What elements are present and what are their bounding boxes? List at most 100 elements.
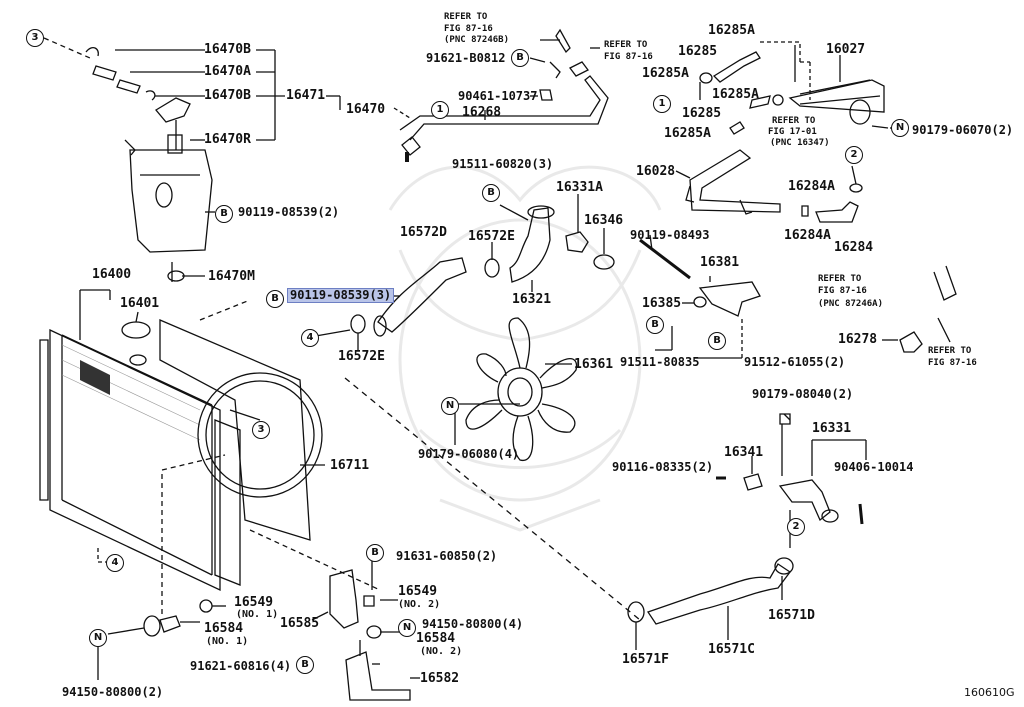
label-90406-10014[interactable]: 90406-10014 [834, 460, 914, 474]
label-16285a-2[interactable]: 16285A [642, 66, 689, 81]
pipe-16027 [788, 79, 885, 113]
label-90461-10737[interactable]: 90461-10737 [458, 89, 538, 103]
fan-shroud-16711 [159, 319, 311, 541]
label-16285a-3[interactable]: 16285A [712, 87, 759, 102]
label-91621-60816[interactable]: 91621-60816(4) [190, 659, 292, 673]
label-16285a-4[interactable]: 16285A [664, 126, 711, 141]
label-91511-80835[interactable]: 91511-80835 [620, 355, 700, 369]
refer-note-top-center-2: FIG 87-16 [444, 24, 493, 34]
marker-n-right: N [891, 119, 909, 137]
clip-16470b [85, 47, 99, 57]
label-16027[interactable]: 16027 [826, 42, 866, 57]
tank-filler [167, 134, 183, 154]
label-16278[interactable]: 16278 [838, 332, 878, 347]
label-16346[interactable]: 16346 [584, 213, 624, 228]
label-16400[interactable]: 16400 [92, 267, 132, 282]
label-16268[interactable]: 16268 [462, 105, 502, 120]
label-16584-no2[interactable]: 16584 [416, 631, 456, 646]
lower-hose-16571c [646, 563, 791, 625]
drawing-lines [39, 28, 957, 701]
label-90179-06070[interactable]: 90179-06070(2) [912, 123, 1014, 137]
label-16028[interactable]: 16028 [636, 164, 676, 179]
label-91621-b0812[interactable]: 91621-B0812 [426, 51, 506, 65]
label-16572e-bottom[interactable]: 16572E [338, 349, 385, 364]
label-16549-no2-sub: (NO. 2) [398, 599, 441, 610]
marker-b-91621-b0812: B [511, 49, 529, 67]
clamp-16572e-top [484, 258, 500, 278]
marker-n-left: N [89, 629, 107, 647]
refer-note-top-center-3: (PNC 87246B) [444, 35, 510, 45]
label-16471[interactable]: 16471 [286, 88, 326, 103]
label-16331a[interactable]: 16331A [556, 180, 603, 195]
label-16470b-mid[interactable]: 16470B [204, 88, 251, 103]
refer-note-right-2: FIG 87-16 [818, 286, 867, 296]
label-16285-1[interactable]: 16285 [678, 44, 718, 59]
label-16321[interactable]: 16321 [512, 292, 552, 307]
label-91512-61055[interactable]: 91512-61055(2) [744, 355, 846, 369]
label-16361[interactable]: 16361 [574, 357, 614, 372]
refer-note-fig17-1: REFER TO [772, 116, 816, 126]
pipe-16028 [689, 149, 781, 213]
clip-90461 [539, 89, 553, 101]
label-16341[interactable]: 16341 [724, 445, 764, 460]
label-16572e-top[interactable]: 16572E [468, 229, 515, 244]
label-16549-no1-sub: (NO. 1) [236, 609, 279, 620]
label-94150-80800-2[interactable]: 94150-80800(2) [62, 685, 164, 699]
marker-3-fan: 3 [252, 421, 270, 439]
cap-16470m [167, 270, 185, 282]
label-16549-no2[interactable]: 16549 [398, 584, 438, 599]
label-16711[interactable]: 16711 [330, 458, 370, 473]
label-16285-2[interactable]: 16285 [682, 106, 722, 121]
hose-16470a [92, 65, 117, 81]
label-16385[interactable]: 16385 [642, 296, 682, 311]
label-16572d[interactable]: 16572D [400, 225, 447, 240]
marker-b-highlighted: B [266, 290, 284, 308]
label-16284[interactable]: 16284 [834, 240, 874, 255]
label-16470r[interactable]: 16470R [204, 132, 251, 147]
label-90179-06080[interactable]: 90179-06080(4) [418, 447, 520, 461]
label-91511-60820[interactable]: 91511-60820(3) [452, 157, 554, 171]
marker-4-fan: 4 [301, 329, 319, 347]
label-16571f[interactable]: 16571F [622, 652, 669, 667]
label-16584-no1[interactable]: 16584 [204, 621, 244, 636]
label-16285a-1[interactable]: 16285A [708, 23, 755, 38]
label-16582[interactable]: 16582 [420, 671, 460, 686]
marker-b-91621: B [296, 656, 314, 674]
label-94150-80800-4[interactable]: 94150-80800(4) [422, 617, 524, 631]
refer-note-right-bottom-1: REFER TO [928, 346, 972, 356]
label-90116-08335[interactable]: 90116-08335(2) [612, 460, 714, 474]
label-16549-no1[interactable]: 16549 [234, 595, 274, 610]
label-16470a[interactable]: 16470A [204, 64, 251, 79]
label-90119-08539-tank[interactable]: 90119-08539(2) [238, 205, 340, 219]
marker-n-94150: N [398, 619, 416, 637]
clamp-16571f [627, 601, 645, 623]
label-16571d[interactable]: 16571D [768, 608, 815, 623]
label-16470[interactable]: 16470 [346, 102, 386, 117]
refer-note-top-right-1: REFER TO [604, 40, 648, 50]
label-16585[interactable]: 16585 [280, 616, 320, 631]
label-90179-08040[interactable]: 90179-08040(2) [752, 387, 854, 401]
marker-2-pipe: 2 [787, 518, 805, 536]
label-16284a-2[interactable]: 16284A [784, 228, 831, 243]
radiator-cap-16401 [121, 321, 151, 339]
grommet-16584-no2 [366, 625, 382, 639]
label-90119-08493[interactable]: 90119-08493 [630, 228, 710, 242]
label-91631-60850[interactable]: 91631-60850(2) [396, 549, 498, 563]
label-16284a-1[interactable]: 16284A [788, 179, 835, 194]
leader-3-top [43, 37, 91, 59]
hose-16284 [815, 201, 859, 223]
label-16470b-top[interactable]: 16470B [204, 42, 251, 57]
hose-16470a-2 [116, 79, 141, 94]
marker-4-bottom: 4 [106, 554, 124, 572]
label-90119-08539-highlighted[interactable]: 90119-08539(3) [286, 288, 395, 303]
pipe-16331 [778, 479, 831, 522]
upper-hose-16572d [377, 257, 467, 333]
thermostat-16331a [565, 231, 589, 253]
label-16470m[interactable]: 16470M [208, 269, 255, 284]
refer-pipe-right [933, 265, 957, 301]
label-16571c[interactable]: 16571C [708, 642, 755, 657]
label-16401[interactable]: 16401 [120, 296, 160, 311]
label-16381[interactable]: 16381 [700, 255, 740, 270]
label-16331[interactable]: 16331 [812, 421, 852, 436]
